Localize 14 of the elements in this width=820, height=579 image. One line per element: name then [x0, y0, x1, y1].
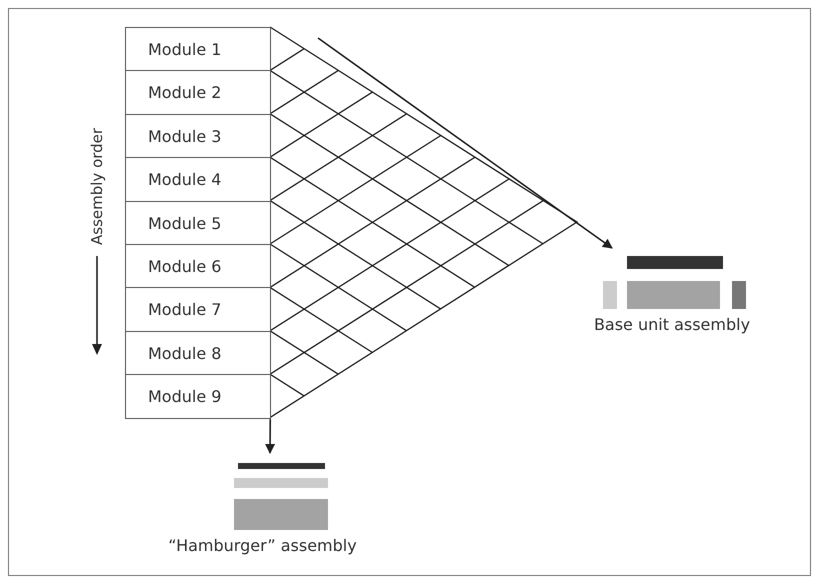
module-row: Module 6 [125, 244, 271, 289]
module-row: Module 1 [125, 27, 271, 72]
arrow [318, 37, 613, 249]
module-row: Module 9 [125, 374, 271, 420]
axis-label: Assembly order [88, 128, 106, 245]
module-row: Module 8 [125, 330, 271, 376]
module-row: Module 3 [125, 114, 271, 159]
module-row: Module 2 [125, 70, 271, 116]
assembly-caption: “Hamburger” assembly [167, 536, 358, 555]
module-row: Module 4 [125, 157, 271, 202]
assembly-caption: Base unit assembly [592, 315, 752, 334]
module-row: Module 5 [125, 200, 271, 246]
arrow [265, 419, 276, 454]
module-row: Module 7 [125, 287, 271, 332]
